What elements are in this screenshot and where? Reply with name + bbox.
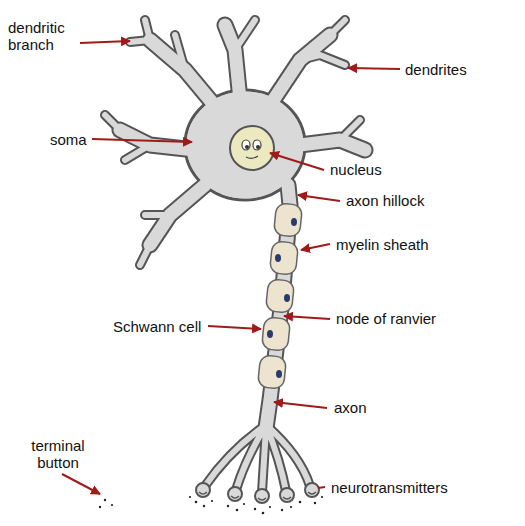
- terminal-cups: [199, 492, 316, 500]
- dot: [290, 506, 292, 508]
- schwann-nucleus: [267, 330, 273, 338]
- leader-arrow: [274, 402, 327, 408]
- dot: [111, 504, 113, 506]
- myelin-segment: [273, 203, 302, 237]
- dendrite-branch-fill: [105, 20, 360, 492]
- dot: [321, 496, 323, 498]
- dot: [104, 499, 106, 501]
- leader-arrow: [298, 195, 340, 201]
- dendrite-branch: [105, 20, 360, 492]
- leader-arrow: [348, 68, 400, 69]
- part-label: dendrites: [405, 61, 467, 78]
- nucleus-circle: [230, 126, 274, 170]
- terminal-cup: [308, 492, 316, 494]
- dot: [203, 505, 205, 507]
- dot: [299, 501, 302, 504]
- dot: [314, 502, 316, 504]
- nucleus-eye: [253, 140, 261, 150]
- leader-arrow: [318, 487, 325, 488]
- dot: [211, 500, 213, 502]
- terminal-buttons: [196, 483, 319, 503]
- terminal-cup: [258, 498, 266, 500]
- myelin-segment: [257, 355, 286, 389]
- terminal-button-shape: [255, 489, 269, 503]
- myelin-segments: [257, 203, 302, 389]
- dot: [281, 509, 283, 511]
- schwann-nucleus: [291, 218, 297, 226]
- myelin-segment: [269, 241, 298, 275]
- terminal-cup: [199, 492, 207, 494]
- leader-arrow: [92, 139, 192, 142]
- schwann-nucleus: [284, 294, 290, 302]
- terminal-button-shape: [196, 483, 210, 497]
- nucleus-pupil: [245, 145, 249, 149]
- leader-arrows: [62, 41, 400, 494]
- neuron-outline: [105, 20, 365, 492]
- dot: [99, 506, 101, 508]
- dot: [243, 503, 245, 505]
- schwann-nucleus: [275, 254, 281, 262]
- terminal-cup: [231, 496, 239, 498]
- dot: [189, 496, 191, 498]
- dot: [227, 505, 229, 507]
- part-label: node of ranvier: [336, 310, 436, 327]
- dendrite-trunk-fill: [120, 25, 365, 428]
- part-label: dendritic branch: [8, 19, 80, 53]
- terminal-button-shape: [305, 483, 319, 497]
- leader-arrow: [80, 41, 130, 43]
- leader-arrow: [284, 316, 330, 319]
- part-label: axon hillock: [346, 192, 424, 209]
- dot: [195, 501, 198, 504]
- leader-arrow: [301, 244, 330, 250]
- nucleus-eye: [242, 140, 250, 150]
- neurotransmitter-dots: [99, 496, 323, 514]
- terminal-cup: [283, 497, 291, 499]
- nucleus-mouth: [246, 156, 258, 158]
- leader-arrow: [208, 326, 261, 329]
- myelin-segment: [265, 279, 294, 313]
- part-label: nucleus: [330, 161, 382, 178]
- terminal-button-shape: [228, 487, 242, 501]
- schwann-nuclei: [267, 218, 297, 378]
- dot: [236, 509, 239, 512]
- part-label: neurotransmitters: [331, 479, 448, 496]
- soma-fill: [187, 92, 304, 199]
- leader-arrow: [62, 474, 100, 494]
- part-label: myelin sheath: [336, 236, 429, 253]
- schwann-nucleus: [276, 370, 282, 378]
- nucleus-pupil: [256, 145, 260, 149]
- neuron-fill: [105, 20, 365, 492]
- dot: [262, 512, 265, 515]
- part-label: axon: [334, 399, 367, 416]
- part-label: soma: [50, 131, 87, 148]
- part-label: terminal button: [18, 437, 98, 471]
- leader-arrow: [270, 153, 324, 170]
- dot: [254, 508, 256, 510]
- terminal-button-shape: [280, 488, 294, 502]
- dendrite-trunk: [120, 25, 365, 428]
- dot: [269, 506, 271, 508]
- part-label: Schwann cell: [113, 318, 201, 335]
- myelin-segment: [261, 317, 290, 351]
